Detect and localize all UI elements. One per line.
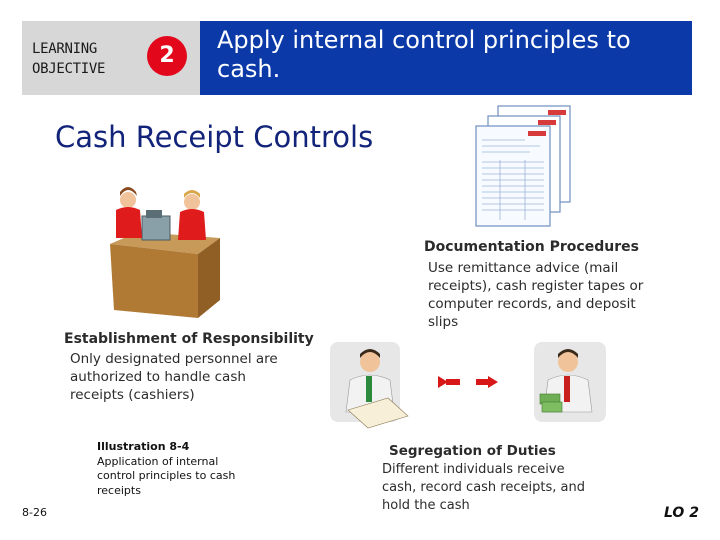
learning-objective-label-line1: LEARNING bbox=[32, 41, 98, 57]
responsibility-body: Only designated personnel are authorized… bbox=[70, 351, 278, 403]
cashiers-illustration bbox=[110, 187, 220, 318]
documentation-body: Use remittance advice (mail receipts), c… bbox=[428, 260, 644, 330]
objective-banner: Apply internal control principles to cas… bbox=[200, 21, 692, 95]
responsibility-heading: Establishment of Responsibility bbox=[64, 331, 314, 347]
learning-objective-label-line2: OBJECTIVE bbox=[32, 61, 106, 77]
segregation-body: Different individuals receive cash, reco… bbox=[382, 462, 585, 513]
documents-illustration bbox=[475, 105, 571, 227]
caption-body: Application of internal control principl… bbox=[97, 454, 236, 497]
learning-objective-box: LEARNING OBJECTIVE 2 bbox=[22, 21, 200, 95]
illustration-caption: Illustration 8-4 Application of internal… bbox=[97, 440, 247, 498]
caption-heading: Illustration 8-4 bbox=[97, 440, 190, 453]
documentation-heading: Documentation Procedures bbox=[424, 239, 639, 255]
segregation-heading: Segregation of Duties bbox=[389, 443, 556, 459]
segregation-illustration bbox=[330, 342, 606, 429]
page-number: 8-26 bbox=[22, 506, 47, 519]
objective-number: 2 bbox=[147, 36, 187, 76]
objective-text: Apply internal control principles to cas… bbox=[217, 26, 631, 83]
learning-objective-label: LEARNING OBJECTIVE bbox=[32, 39, 105, 79]
lo-tag: LO 2 bbox=[664, 505, 699, 521]
slide-title: Cash Receipt Controls bbox=[55, 120, 374, 154]
objective-number-badge: 2 bbox=[147, 36, 187, 76]
